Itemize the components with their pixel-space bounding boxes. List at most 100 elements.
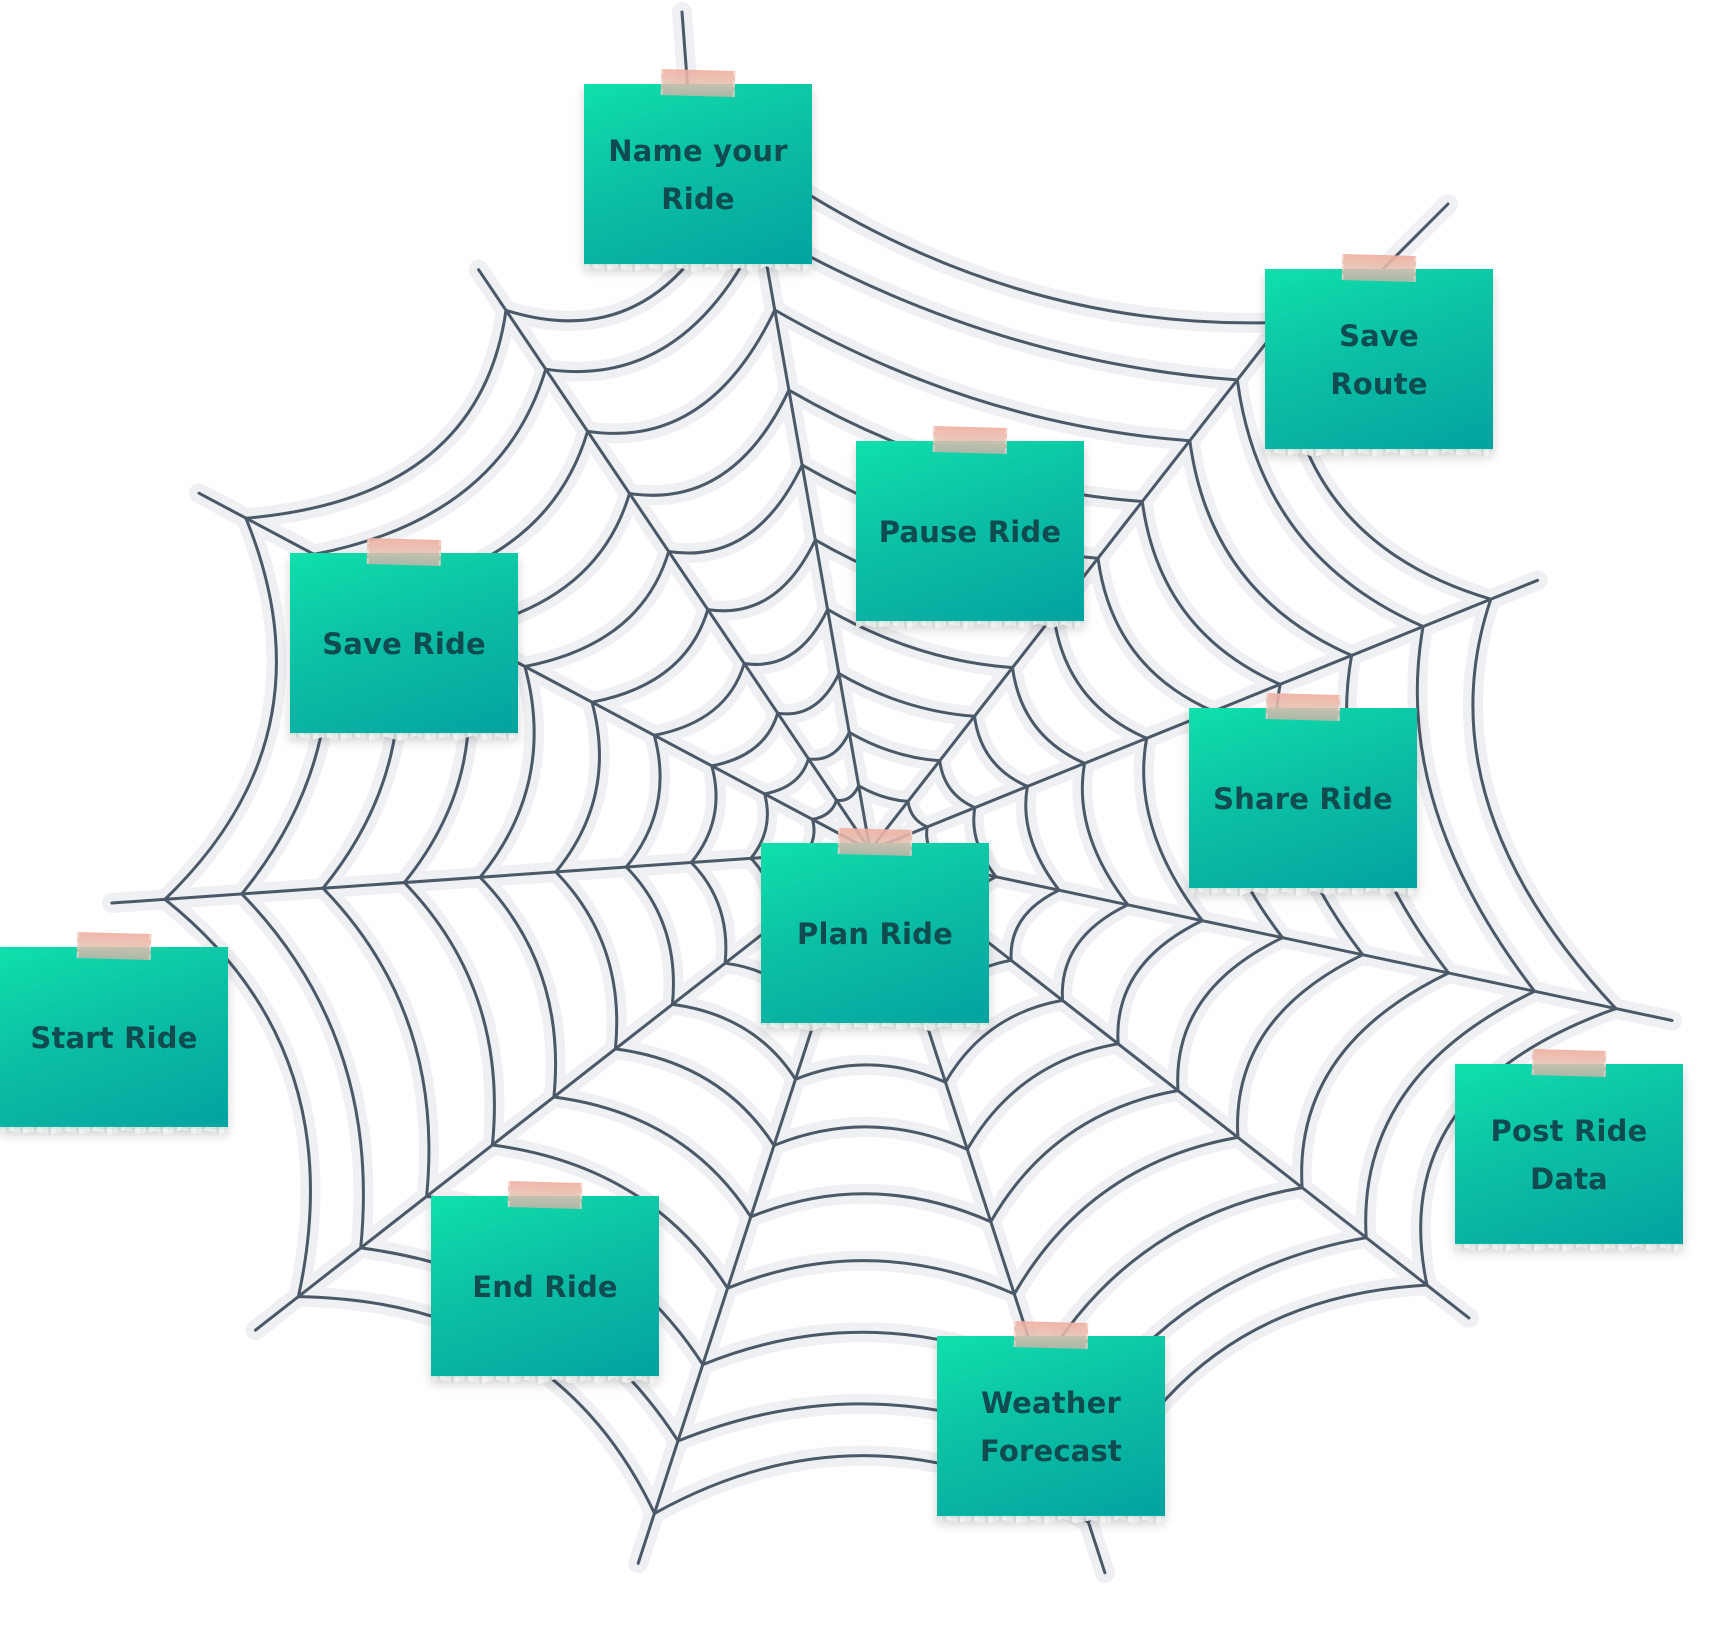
web-halo-strand — [616, 725, 671, 877]
web-halo-strand — [681, 755, 727, 873]
tape — [1013, 1321, 1089, 1349]
web-strand — [811, 798, 838, 821]
web-strand — [1009, 888, 1061, 962]
web-strand — [1415, 625, 1537, 993]
note-weather-forecast[interactable]: Weather Forecast — [937, 1321, 1165, 1518]
web-strand — [544, 228, 763, 374]
note-save-route[interactable]: Save Route — [1265, 254, 1493, 451]
web-strand — [1060, 903, 1130, 1002]
web-strand — [312, 367, 548, 556]
web-strand — [710, 711, 780, 768]
web-strand — [689, 861, 728, 965]
web-strand — [1080, 761, 1130, 907]
web-strand — [321, 886, 431, 1198]
web-strand — [807, 730, 851, 761]
web-strand — [163, 516, 278, 901]
web-strand — [906, 799, 929, 829]
web-strand — [1096, 556, 1215, 713]
note-end-ride[interactable]: End Ride — [431, 1181, 659, 1378]
web-strand — [749, 792, 769, 860]
note-label: Save Route — [1330, 319, 1428, 401]
note-start-ride[interactable]: Start Ride — [0, 932, 228, 1129]
web-strand — [554, 700, 601, 874]
web-strand — [1364, 989, 1537, 1240]
web-strand — [965, 1042, 1120, 1151]
web-strand — [742, 607, 830, 666]
note-share-ride[interactable]: Share Ride — [1189, 693, 1417, 890]
note-label: Pause Ride — [878, 515, 1062, 549]
web-strand — [794, 1063, 947, 1084]
note-label: Name your Ride — [608, 134, 788, 216]
web-strand — [776, 672, 841, 716]
web-halo-strand — [957, 1033, 1129, 1160]
web-strand — [972, 806, 998, 879]
note-label: Post Ride Data — [1490, 1114, 1648, 1196]
web-strand — [628, 388, 791, 497]
web-strand — [989, 1089, 1180, 1224]
tape — [507, 1181, 583, 1209]
web-strand — [826, 607, 1014, 670]
web-strand — [554, 870, 619, 1051]
web-strand — [759, 228, 1239, 382]
web-strand — [868, 848, 1674, 1022]
web-strand — [1024, 784, 1061, 892]
web-strand — [613, 1047, 776, 1147]
web-strand — [938, 759, 977, 810]
web-strand — [667, 463, 804, 555]
note-save-ride[interactable]: Save Ride — [290, 538, 518, 735]
web-strand — [590, 608, 710, 704]
web-strand — [847, 730, 942, 763]
web-strand — [490, 1143, 730, 1290]
web-strand — [1012, 1135, 1240, 1296]
web-strand — [1176, 936, 1284, 1093]
note-name-your-ride[interactable]: Name your Ride — [584, 69, 812, 266]
web-halo-strand — [828, 663, 985, 727]
web-strand — [772, 1125, 969, 1151]
web-strand — [1052, 613, 1149, 740]
note-post-ride-data[interactable]: Post Ride Data — [1455, 1049, 1683, 1246]
tape — [932, 426, 1008, 454]
web-strand — [706, 538, 817, 613]
web-strand — [402, 881, 496, 1147]
web-strand — [1300, 971, 1451, 1190]
web-strand — [1235, 378, 1425, 628]
web-strand — [763, 757, 810, 796]
web-strand — [749, 1192, 993, 1224]
note-plan-ride[interactable]: Plan Ride — [761, 828, 989, 1025]
web-strand — [552, 1095, 753, 1219]
web-strand — [110, 848, 872, 905]
note-label: Start Ride — [30, 1021, 198, 1055]
note-label: End Ride — [472, 1270, 618, 1304]
web-strand — [670, 1002, 797, 1081]
tape — [837, 828, 913, 856]
tape — [1531, 1049, 1607, 1077]
web-strand — [163, 897, 312, 1299]
note-label: Save Ride — [322, 627, 486, 661]
web-halo — [101, 2, 1683, 1583]
web-strand — [652, 662, 746, 737]
web-strand — [837, 672, 976, 718]
note-label: Share Ride — [1213, 782, 1393, 816]
web-strand — [1188, 439, 1354, 657]
web-strand — [478, 875, 558, 1099]
web-strand — [944, 998, 1064, 1084]
web-strand — [1011, 666, 1087, 765]
tape — [366, 538, 442, 566]
web-strand — [1471, 597, 1618, 1011]
web-strand — [1419, 1007, 1618, 1287]
web-strand — [726, 1259, 1016, 1296]
web-strand — [1140, 500, 1282, 686]
web-strand — [240, 892, 365, 1250]
tape — [660, 69, 736, 97]
note-label: Weather Forecast — [979, 1386, 1122, 1468]
web-strand — [1116, 919, 1204, 1046]
web-halo-strand — [658, 455, 813, 563]
web-strand — [868, 281, 1315, 852]
note-pause-ride[interactable]: Pause Ride — [856, 426, 1084, 623]
web-strand — [523, 550, 671, 668]
web-strand — [624, 733, 662, 869]
tape — [1341, 254, 1417, 282]
web-halo-strand — [737, 143, 1293, 333]
web-halo-strand — [545, 692, 610, 882]
